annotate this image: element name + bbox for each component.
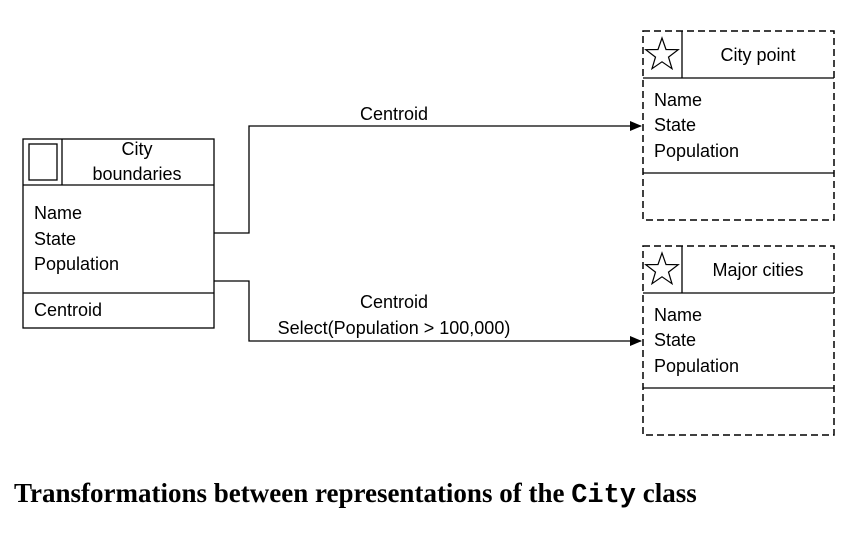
target-class-name: City point — [720, 45, 795, 65]
source-attribute-population: Population — [34, 254, 119, 274]
target-class-major-cities: Major cities Name State Population — [642, 245, 835, 436]
source-class-name-line2: boundaries — [92, 164, 181, 184]
source-operation-centroid: Centroid — [34, 300, 102, 320]
source-attribute-name: Name — [34, 203, 82, 223]
target-attribute-name: Name — [654, 305, 702, 325]
class-diagram: City boundaries Name State Population Ce… — [22, 30, 835, 436]
transformation-label: Centroid — [360, 104, 428, 124]
transformation-label: Centroid — [360, 292, 428, 312]
source-class-city-boundaries: City boundaries Name State Population Ce… — [22, 138, 215, 329]
caption-text-after: class — [636, 478, 697, 508]
target-class-name: Major cities — [712, 260, 803, 280]
caption-text-before: Transformations between representations … — [14, 478, 572, 508]
polygon-icon — [28, 143, 58, 181]
target-attribute-population: Population — [654, 356, 739, 376]
target-class-city-point: City point Name State Population — [642, 30, 835, 221]
star-icon — [644, 36, 680, 71]
target-attribute-population: Population — [654, 141, 739, 161]
connector-arrow — [214, 280, 642, 346]
source-attribute-state: State — [34, 229, 76, 249]
transformation-centroid-select: Centroid Select(Population > 100,000) — [214, 280, 642, 346]
source-class-name-line1: City — [122, 139, 153, 159]
star-icon — [644, 251, 680, 286]
figure-caption: Transformations between representations … — [14, 478, 848, 511]
transformation-centroid: Centroid — [214, 104, 642, 234]
transformation-select-label: Select(Population > 100,000) — [278, 318, 511, 338]
target-attribute-state: State — [654, 115, 696, 135]
connector-arrow — [214, 121, 642, 234]
target-attribute-name: Name — [654, 90, 702, 110]
target-attribute-state: State — [654, 330, 696, 350]
caption-code-class-name: City — [571, 481, 637, 511]
